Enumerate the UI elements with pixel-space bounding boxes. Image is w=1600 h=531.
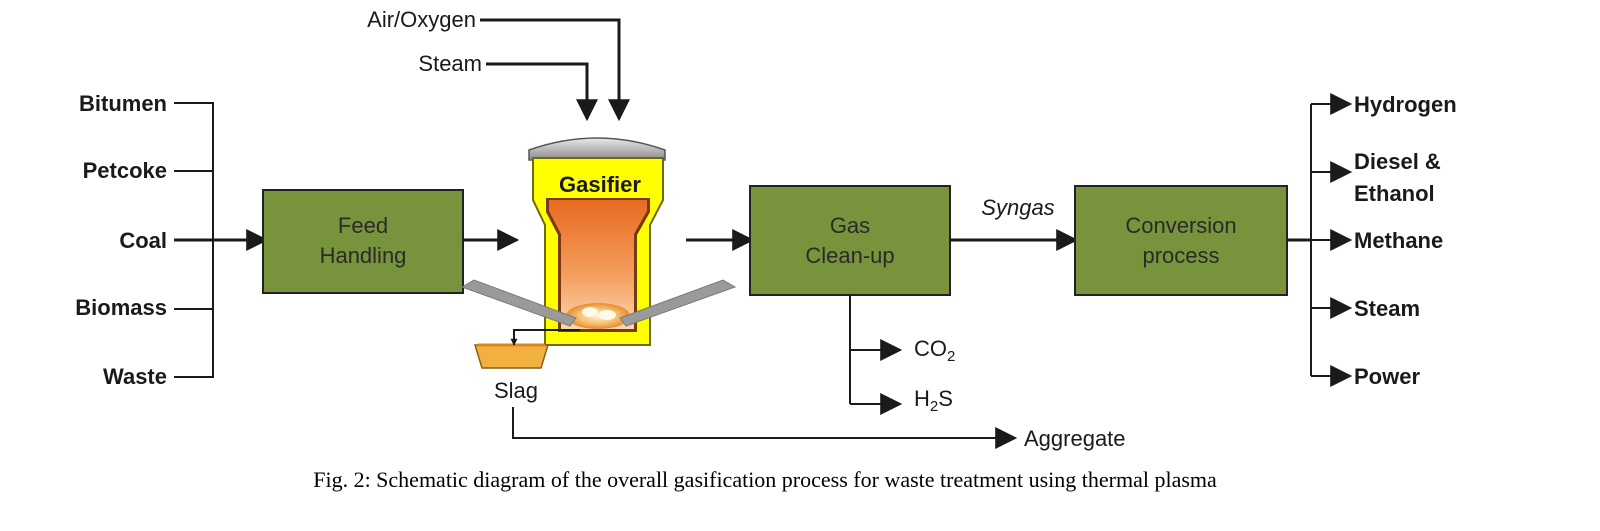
feed-handling-label-1: Feed (338, 213, 388, 238)
slag-to-aggregate-arrow (512, 407, 1018, 449)
output-bus (1287, 93, 1353, 387)
conversion-process-box (1074, 185, 1288, 296)
slag-container (473, 329, 580, 369)
feed-handling-box (262, 189, 464, 294)
output-hydrogen: Hydrogen (1354, 92, 1457, 117)
gasifier-label: Gasifier (559, 172, 641, 197)
aggregate-label: Aggregate (1024, 426, 1126, 451)
output-steam: Steam (1354, 296, 1420, 321)
output-power: Power (1354, 364, 1420, 389)
byproduct-outlets (849, 295, 903, 415)
input-bitumen: Bitumen (79, 91, 167, 116)
syngas-label: Syngas (981, 195, 1054, 220)
figure-caption: Fig. 2: Schematic diagram of the overall… (313, 467, 1217, 492)
input-petcoke: Petcoke (83, 158, 167, 183)
h2s-label: H2S (914, 386, 953, 415)
air-oxygen-arrow (480, 18, 630, 122)
output-methane: Methane (1354, 228, 1443, 253)
conversion-label-2: process (1142, 243, 1219, 268)
gas-cleanup-label-2: Clean-up (805, 243, 894, 268)
input-biomass: Biomass (75, 295, 167, 320)
output-diesel-line1: Diesel & (1354, 149, 1441, 174)
slag-label: Slag (494, 378, 538, 403)
gas-cleanup-label-1: Gas (830, 213, 870, 238)
input-coal: Coal (119, 228, 167, 253)
input-waste: Waste (103, 364, 167, 389)
air-oxygen-label: Air/Oxygen (367, 7, 476, 32)
co2-label: CO2 (914, 336, 955, 365)
gasifier-vessel (460, 137, 737, 346)
gas-cleanup-box (749, 185, 951, 296)
steam-input-label: Steam (418, 51, 482, 76)
output-diesel-line2: Ethanol (1354, 181, 1435, 206)
steam-input-arrow (486, 62, 598, 122)
conversion-label-1: Conversion (1125, 213, 1236, 238)
feed-handling-label-2: Handling (320, 243, 407, 268)
